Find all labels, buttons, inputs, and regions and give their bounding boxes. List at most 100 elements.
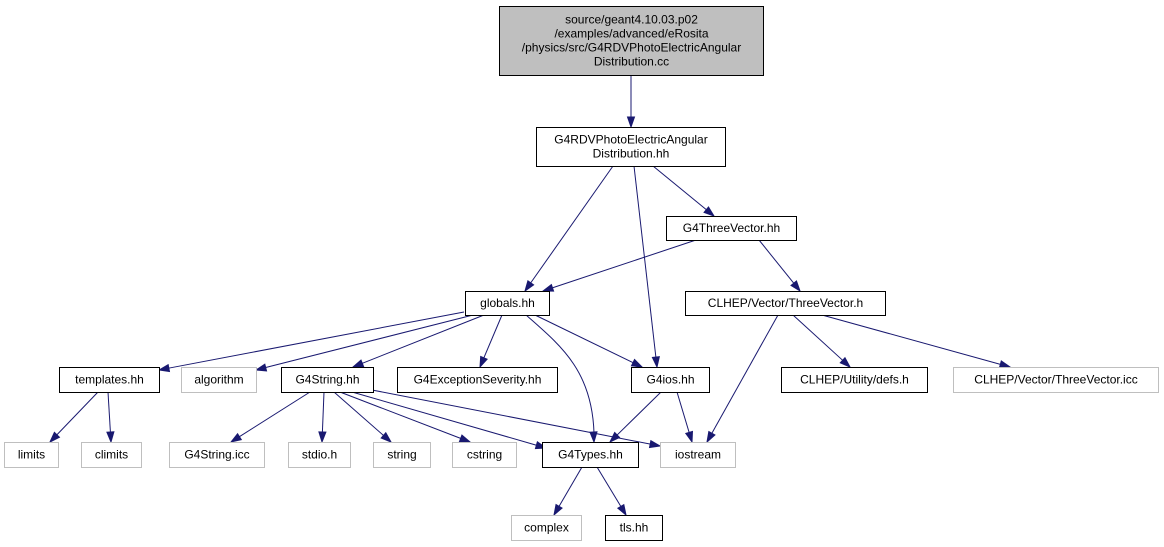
edge-line [529,165,614,284]
edge-g4types_hh-to-tls_hh [596,466,627,517]
edge-arrowhead [630,358,644,368]
edge-g4string_hh-to-stdio_h [318,391,327,444]
edge-arrowhead [616,503,627,517]
edge-arrowhead [651,356,660,369]
node-label: Distribution.hh [593,147,670,161]
node-box [288,442,351,468]
node-box [181,367,257,393]
node-globals-hh[interactable]: globals.hh [465,291,550,316]
edge-threevector_hh-to-globals_hh [541,239,697,292]
edge-arrowhead [648,439,662,449]
node-box [605,515,663,541]
node-templates-hh[interactable]: templates.hh [59,367,160,393]
node-g4ios-hh[interactable]: G4ios.hh [631,367,710,393]
node-box [397,367,558,393]
edge-g4string_hh-to-iostream [371,389,662,449]
node-g4string-hh[interactable]: G4String.hh [281,367,374,393]
node-clhep-threevector-h[interactable]: CLHEP/Vector/ThreeVector.h [685,291,886,316]
edge-globals_hh-to-exception_severity_hh [479,314,503,369]
node-label: /examples/advanced/eRosita [554,27,708,41]
node-box [666,216,797,241]
edge-line [792,314,844,362]
edge-threevector_hh-to-clhep_threevector_h [758,239,801,293]
node-clhep-defs-h[interactable]: CLHEP/Utility/defs.h [781,367,928,393]
edge-arrowhead [703,206,716,217]
node-label: tls.hh [620,521,649,535]
node-label: globals.hh [480,296,535,310]
edge-arrowhead [684,430,694,444]
node-box [511,515,582,541]
edge-clhep_threevector_h-to-clhep_threevector_icc [821,314,1012,369]
edge-line [710,314,779,435]
edge-arrowhead [998,360,1012,369]
edge-globals_hh-to-g4string_hh [351,314,485,368]
edge-arrowhead [541,283,555,292]
node-root[interactable]: source/geant4.10.03.p02/examples/advance… [499,6,764,76]
node-label: /physics/src/G4RDVPhotoElectricAngular [522,41,741,55]
node-threevector-hh[interactable]: G4ThreeVector.hh [666,216,797,241]
edge-line [652,165,708,211]
edge-arrowhead [318,431,327,444]
edge-globals_hh-to-templates_hh [157,311,465,373]
node-tls-hh[interactable]: tls.hh [605,515,663,541]
edge-line [821,314,1002,366]
edge-line [616,391,662,437]
edge-arrowhead [626,116,636,129]
node-label: G4ExceptionSeverity.hh [414,373,542,387]
node-box [499,6,764,76]
edge-line [551,239,697,289]
edge-globals_hh-to-g4ios_hh [534,314,644,368]
node-clhep-threevector-icc: CLHEP/Vector/ThreeVector.icc [953,367,1159,393]
node-algorithm: algorithm [181,367,257,393]
edge-root-to-angular_hh [626,75,636,129]
node-label: G4String.icc [184,448,249,462]
edge-arrowhead [608,431,621,444]
edge-g4ios_hh-to-g4types_hh [608,391,662,444]
edge-line [483,314,503,359]
edge-arrowhead [839,356,852,369]
node-box [169,442,265,468]
edge-arrowhead [157,363,171,373]
edge-line [333,391,385,437]
node-climits: climits [81,442,142,468]
edge-line [758,239,795,285]
node-exception-severity-hh[interactable]: G4ExceptionSeverity.hh [397,367,558,393]
edge-arrowhead [706,430,716,444]
edge-angular_hh-to-g4ios_hh [633,165,660,369]
node-box [281,367,374,393]
edge-line [351,391,538,446]
node-string: string [373,442,431,468]
edge-line [361,314,485,365]
node-box [373,442,431,468]
node-label: G4String.hh [295,373,359,387]
node-label: cstring [467,448,502,462]
edge-arrowhead [351,359,365,368]
node-g4types-hh[interactable]: G4Types.hh [542,442,639,468]
node-label: climits [95,448,128,462]
node-label: CLHEP/Vector/ThreeVector.icc [974,373,1137,387]
edge-globals_hh-to-algorithm [254,314,474,372]
edge-g4string_hh-to-cstring [339,391,472,443]
node-cstring: cstring [452,442,517,468]
edge-clhep_threevector_h-to-clhep_defs_h [792,314,852,369]
node-label: stdio.h [302,448,337,462]
node-label: algorithm [194,373,243,387]
edge-arrowhead [479,355,488,369]
edge-templates_hh-to-climits [106,391,115,444]
edge-line [339,391,462,440]
node-label: G4RDVPhotoElectricAngular [554,133,707,147]
node-box [660,442,736,468]
edge-line [264,314,474,369]
edge-line [676,391,690,434]
edge-line [596,466,622,508]
edge-angular_hh-to-threevector_hh [652,165,716,217]
node-label: templates.hh [75,373,144,387]
node-box [631,367,710,393]
node-box [685,291,886,316]
node-box [4,442,59,468]
graph-edges [48,75,1012,517]
node-label: G4ThreeVector.hh [683,221,780,235]
edge-line [534,314,635,364]
